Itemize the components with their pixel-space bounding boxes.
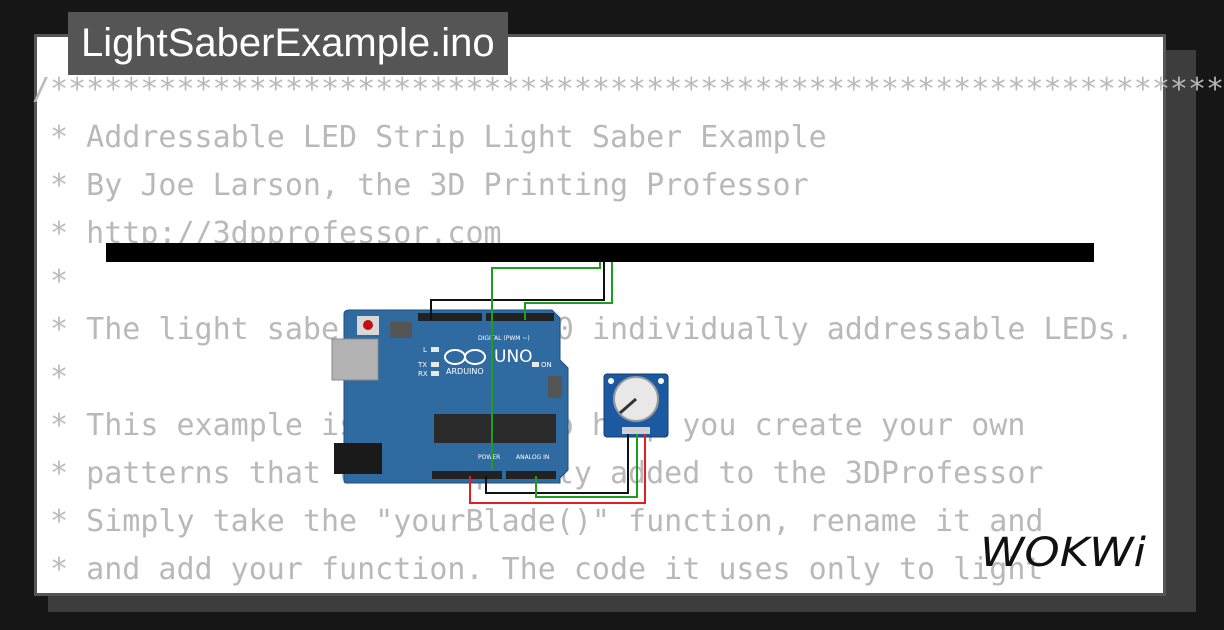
wire-black-top bbox=[430, 262, 605, 320]
code-line: * By Joe Larson, the 3D Printing Profess… bbox=[32, 168, 809, 203]
wires bbox=[430, 262, 646, 504]
wire-green-long bbox=[491, 262, 601, 470]
power-header bbox=[432, 471, 502, 479]
analog-header bbox=[506, 471, 556, 479]
module-pins bbox=[622, 427, 650, 434]
digital-header bbox=[418, 313, 482, 321]
board-model: UNO bbox=[494, 347, 533, 367]
atmega-chip bbox=[434, 414, 556, 443]
wire-black-bottom bbox=[485, 434, 629, 494]
on-led bbox=[532, 362, 539, 367]
arduino-uno-board[interactable]: DIGITAL (PWM ~) L TX RX UNO ARDUINO ON P… bbox=[331, 309, 569, 484]
l-label: L bbox=[423, 346, 427, 354]
power-label: POWER bbox=[478, 454, 500, 461]
pot-knob-indicator bbox=[619, 397, 637, 415]
potentiometer-module[interactable] bbox=[603, 373, 669, 438]
digital-label: DIGITAL (PWM ~) bbox=[478, 335, 530, 342]
wire-red bbox=[469, 434, 646, 504]
arduino-logo bbox=[444, 349, 486, 365]
power-jack bbox=[334, 443, 382, 474]
tx-label: TX bbox=[417, 361, 427, 369]
code-line: * patterns that can be quickly added to … bbox=[50, 456, 1044, 491]
digital-header-2 bbox=[486, 313, 554, 321]
l-led bbox=[431, 347, 439, 352]
board-brand: ARDUINO bbox=[446, 367, 484, 376]
code-line: * Simply take the "yourBlade()" function… bbox=[32, 504, 1044, 539]
wire-green-bottom bbox=[535, 434, 638, 498]
file-title: LightSaberExample.ino bbox=[68, 12, 508, 75]
rx-led bbox=[431, 371, 439, 376]
icsp-header-2 bbox=[548, 376, 562, 398]
module-hole-tl bbox=[608, 378, 614, 384]
analog-label: ANALOG IN bbox=[516, 454, 549, 461]
on-label: ON bbox=[541, 361, 552, 369]
icsp-header bbox=[390, 322, 412, 338]
module-hole-tr bbox=[658, 378, 664, 384]
rx-label: RX bbox=[418, 370, 428, 378]
reset-button[interactable] bbox=[363, 320, 373, 330]
code-line: * Addressable LED Strip Light Saber Exam… bbox=[32, 120, 827, 155]
code-line: * bbox=[32, 360, 69, 395]
code-line: * bbox=[32, 264, 69, 299]
wokwi-logo-text: WOKWi bbox=[980, 530, 1146, 576]
code-block: /***************************************… bbox=[32, 66, 1224, 594]
led-strip bbox=[106, 243, 1094, 262]
wire-green-top bbox=[524, 262, 613, 320]
code-line: /***************************************… bbox=[32, 72, 1224, 107]
usb-connector bbox=[331, 338, 379, 381]
tx-led bbox=[431, 362, 439, 367]
code-line: * and add your function. The code it use… bbox=[32, 552, 1044, 587]
wokwi-logo: WOKWi bbox=[980, 530, 1146, 576]
